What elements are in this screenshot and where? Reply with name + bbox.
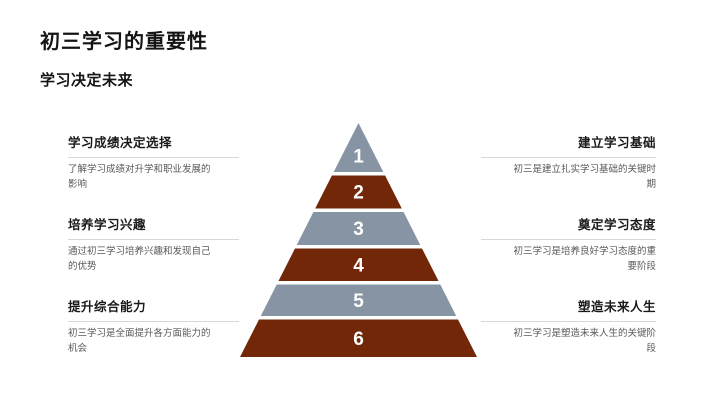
left-item-3-title: 提升综合能力	[68, 300, 147, 314]
divider-line	[481, 156, 656, 158]
right-item-1: 建立学习基础 初三是建立扎实学习基础的关键时期	[481, 136, 656, 193]
left-item-1: 学习成绩决定选择 了解学习成绩对升学和职业发展的影响	[68, 136, 239, 193]
right-item-3: 塑造未来人生 初三学习是塑造未来人生的关键阶段	[481, 300, 656, 357]
divider-line	[68, 156, 239, 158]
pyramid-level-5	[260, 284, 457, 316]
left-item-2-title: 培养学习兴趣	[68, 218, 147, 232]
page-title: 初三学习的重要性	[40, 31, 208, 53]
pyramid-level-4-number: 4	[353, 255, 364, 276]
right-item-2-title: 奠定学习态度	[577, 218, 656, 232]
left-item-1-title: 学习成绩决定选择	[68, 136, 173, 150]
page-subtitle: 学习决定未来	[40, 72, 134, 89]
divider-line	[68, 238, 239, 240]
right-item-1-title: 建立学习基础	[577, 136, 656, 150]
right-item-1-desc: 初三是建立扎实学习基础的关键时期	[513, 163, 656, 191]
pyramid-level-1-number: 1	[353, 147, 364, 168]
right-item-2: 奠定学习态度 初三学习是培养良好学习态度的重要阶段	[481, 218, 656, 275]
divider-line	[68, 320, 239, 322]
pyramid-level-6	[240, 319, 477, 357]
left-item-3-desc: 初三学习是全面提升各方面能力的机会	[68, 327, 211, 355]
pyramid-level-4	[278, 248, 439, 281]
right-item-3-title: 塑造未来人生	[577, 300, 656, 314]
divider-line	[481, 320, 656, 322]
pyramid-level-5-number: 5	[353, 291, 364, 312]
divider-line	[481, 238, 656, 240]
right-item-2-desc: 初三学习是培养良好学习态度的重要阶段	[513, 245, 656, 273]
pyramid-level-3	[296, 212, 421, 245]
pyramid-level-2-number: 2	[353, 183, 364, 204]
right-item-3-desc: 初三学习是塑造未来人生的关键阶段	[513, 327, 656, 355]
left-item-2-desc: 通过初三学习培养兴趣和发现自己的优势	[68, 245, 211, 273]
pyramid-level-1	[333, 123, 384, 172]
pyramid-level-2	[315, 175, 402, 209]
pyramid-level-3-number: 3	[353, 219, 364, 240]
left-item-1-desc: 了解学习成绩对升学和职业发展的影响	[68, 163, 211, 191]
pyramid-level-6-number: 6	[353, 329, 364, 350]
left-item-2: 培养学习兴趣 通过初三学习培养兴趣和发现自己的优势	[68, 218, 239, 275]
left-item-3: 提升综合能力 初三学习是全面提升各方面能力的机会	[68, 300, 239, 357]
